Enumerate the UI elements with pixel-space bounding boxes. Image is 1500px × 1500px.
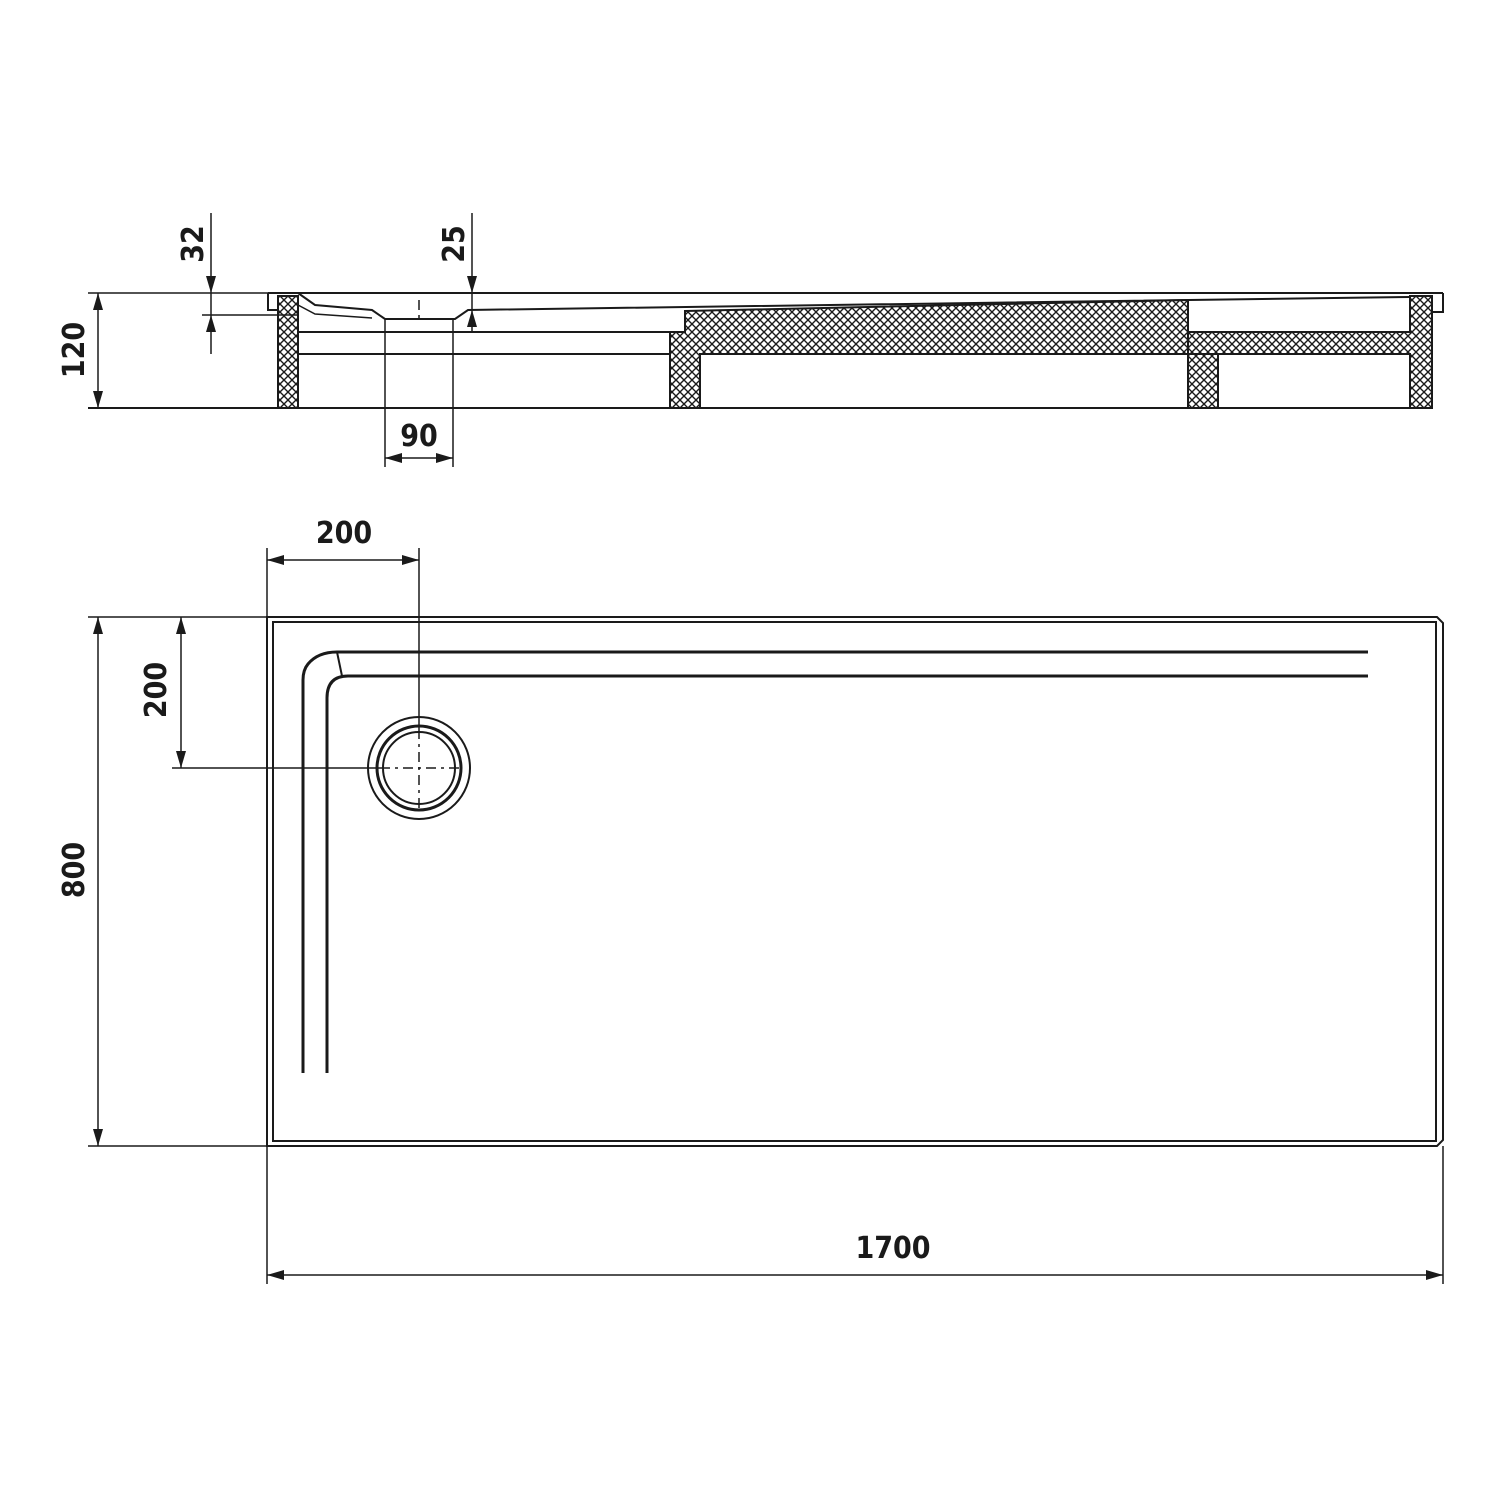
tray-outer-edge — [266, 616, 1444, 1147]
section-left-support — [277, 295, 299, 409]
dim-drain-offset-x: 200 — [266, 516, 420, 729]
section-right-support — [1187, 295, 1433, 409]
dim-drain-depth: 25 — [437, 213, 477, 332]
dim-width-label: 800 — [57, 842, 92, 898]
dim-total-height: 120 — [57, 292, 268, 408]
tray-inner-rim — [272, 621, 1437, 1142]
section-view: 120 32 25 90 — [57, 213, 1444, 467]
section-left-lip — [267, 292, 278, 311]
dim-drain-width: 90 — [384, 319, 454, 467]
dim-length: 1700 — [266, 1146, 1444, 1284]
dim-rim-depth-label: 32 — [176, 225, 211, 263]
groove-corner-joint — [336, 651, 343, 677]
section-floor-underside — [297, 304, 373, 319]
drain-outlet — [367, 716, 471, 820]
dim-rim-depth: 32 — [176, 213, 298, 354]
groove-inner — [325, 674, 1368, 1073]
dim-drain-offset-x-label: 200 — [316, 516, 372, 551]
groove-outer — [301, 650, 1368, 1073]
dim-total-height-label: 120 — [57, 322, 92, 378]
dim-length-label: 1700 — [855, 1231, 930, 1266]
dim-drain-offset-y-label: 200 — [139, 662, 174, 718]
dim-drain-offset-y: 200 — [139, 617, 380, 769]
section-center-support — [669, 298, 1219, 409]
dim-width: 800 — [57, 616, 267, 1147]
section-right-lip — [1432, 293, 1444, 313]
plan-view: 200 200 800 1700 — [57, 516, 1444, 1284]
dim-drain-depth-label: 25 — [437, 225, 472, 263]
dim-drain-width-label: 90 — [400, 419, 438, 454]
